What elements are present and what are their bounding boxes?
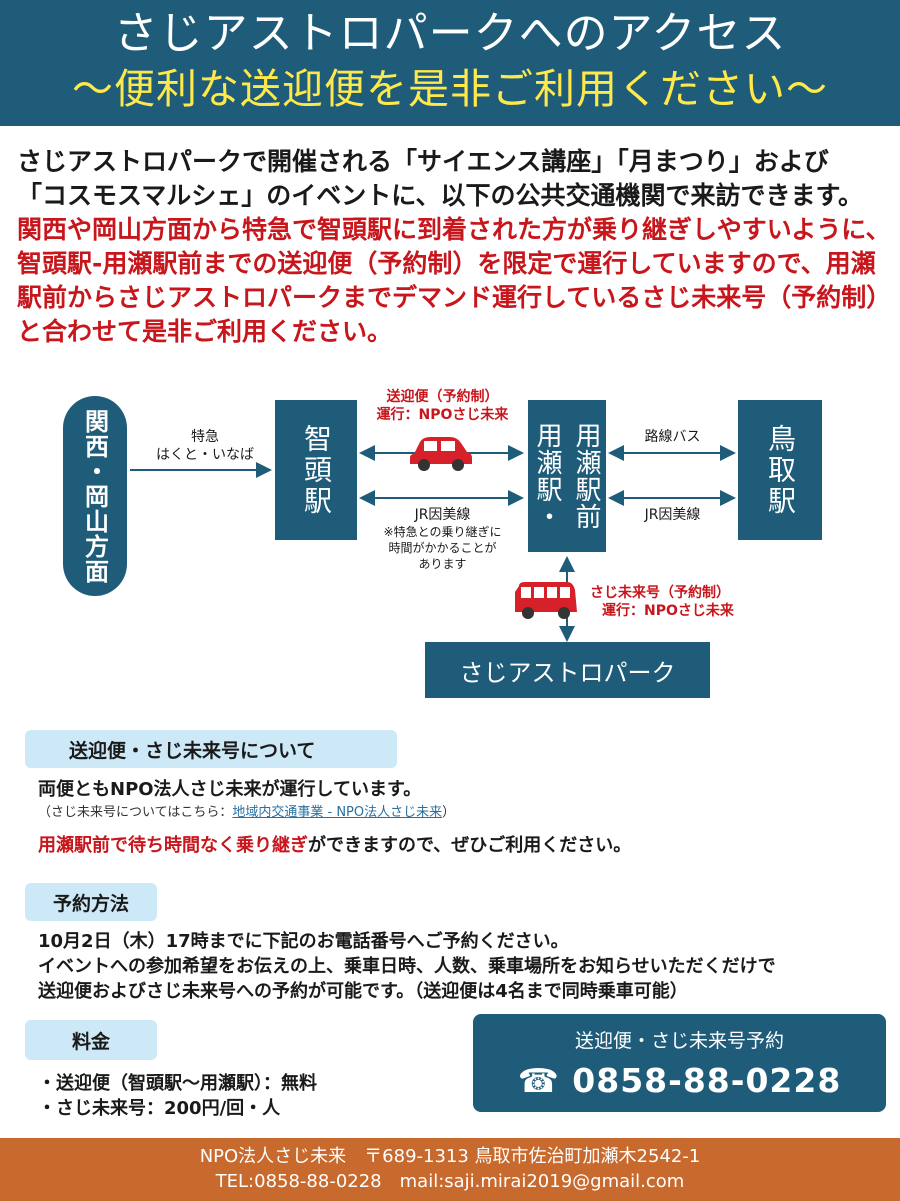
about-link[interactable]: 地域内交通事業 - NPO法人さじ未来 bbox=[232, 805, 443, 820]
footer: NPO法人さじ未来 〒689-1313 鳥取市佐治町加瀬木2542-1 TEL:… bbox=[0, 1138, 900, 1201]
bus-icon bbox=[515, 582, 577, 619]
intro-red-text: 関西や岡山方面から特急で智頭駅に到着された方が乗り継ぎしやすいように、智頭駅-用… bbox=[17, 215, 892, 346]
access-diagram: 関西・岡山方面 特急 はくと・いなば 智頭駅 送迎便（予約制） 運行：NPOさじ… bbox=[0, 380, 900, 710]
kansai-okayama-node: 関西・岡山方面 bbox=[63, 396, 127, 596]
about-note: （さじ未来号についてはこちら：地域内交通事業 - NPO法人さじ未来） bbox=[38, 805, 456, 820]
about-line-3: 用瀬駅前で待ち時間なく乗り継ぎができますので、ぜひご利用ください。 bbox=[38, 835, 632, 856]
jr-inbi-left-label: JR因美線 ※特急との乗り継ぎに 時間がかかることが あります bbox=[383, 507, 502, 571]
intro-line-2: 「コスモスマルシェ」のイベントに、以下の公共交通機関で来訪できます。 bbox=[17, 181, 864, 210]
section-reserve-title: 予約方法 bbox=[25, 883, 157, 921]
tokkyu-label: 特急 はくと・いなば bbox=[156, 429, 254, 463]
reserve-line-2: イベントへの参加希望をお伝えの上、乗車日時、人数、乗車場所をお知らせいただくだけ… bbox=[38, 956, 776, 977]
phone-number[interactable]: ☎ 0858-88-0228 bbox=[517, 1061, 842, 1100]
phone-icon: ☎ bbox=[517, 1061, 573, 1100]
fee-line-1: ・送迎便（智頭駅〜用瀬駅）：無料 bbox=[38, 1073, 317, 1094]
intro-text: さじアストロパークで開催される「サイエンス講座」「月まつり」および 「コスモスマ… bbox=[17, 145, 897, 349]
footer-address: NPO法人さじ未来 〒689-1313 鳥取市佐治町加瀬木2542-1 bbox=[199, 1146, 701, 1167]
section-fee-title: 料金 bbox=[25, 1020, 157, 1060]
chizu-station-node: 智頭駅 bbox=[275, 400, 357, 540]
footer-contact: TEL:0858-88-0228 mail:saji.mirai2019@gma… bbox=[215, 1171, 685, 1192]
section-about-title: 送迎便・さじ未来号について bbox=[25, 730, 397, 768]
sajimirai-label: さじ未来号（予約制） 運行：NPOさじ未来 bbox=[590, 585, 734, 619]
jr-inbi-right-label: JR因美線 bbox=[644, 507, 701, 523]
diagram-arrows bbox=[130, 437, 736, 642]
phone-box-title: 送迎便・さじ未来号予約 bbox=[574, 1030, 784, 1052]
car-icon bbox=[410, 437, 472, 471]
page-subtitle: 〜便利な送迎便を是非ご利用ください〜 bbox=[72, 65, 828, 113]
about-line-1: 両便ともNPO法人さじ未来が運行しています。 bbox=[38, 779, 422, 800]
page-title: さじアストロパークへのアクセス bbox=[113, 8, 787, 59]
mochigase-station-node: 用瀬駅・ 用瀬駅前 bbox=[528, 400, 606, 552]
header-banner: さじアストロパークへのアクセス 〜便利な送迎便を是非ご利用ください〜 bbox=[0, 0, 900, 126]
intro-line-1: さじアストロパークで開催される「サイエンス講座」「月まつり」および bbox=[17, 147, 829, 176]
tottori-station-node: 鳥取駅 bbox=[738, 400, 822, 540]
sougei-label: 送迎便（予約制） 運行：NPOさじ未来 bbox=[376, 389, 509, 423]
rosen-bus-label: 路線バス bbox=[644, 429, 701, 445]
phone-reservation-box: 送迎便・さじ未来号予約 ☎ 0858-88-0228 bbox=[473, 1014, 886, 1112]
reserve-line-1: 10月2日（木）17時までに下記のお電話番号へご予約ください。 bbox=[38, 931, 569, 952]
astropark-node: さじアストロパーク bbox=[425, 642, 710, 698]
reserve-line-3: 送迎便およびさじ未来号への予約が可能です。（送迎便は4名まで同時乗車可能） bbox=[38, 981, 688, 1002]
fee-line-2: ・さじ未来号：200円/回・人 bbox=[38, 1098, 281, 1119]
